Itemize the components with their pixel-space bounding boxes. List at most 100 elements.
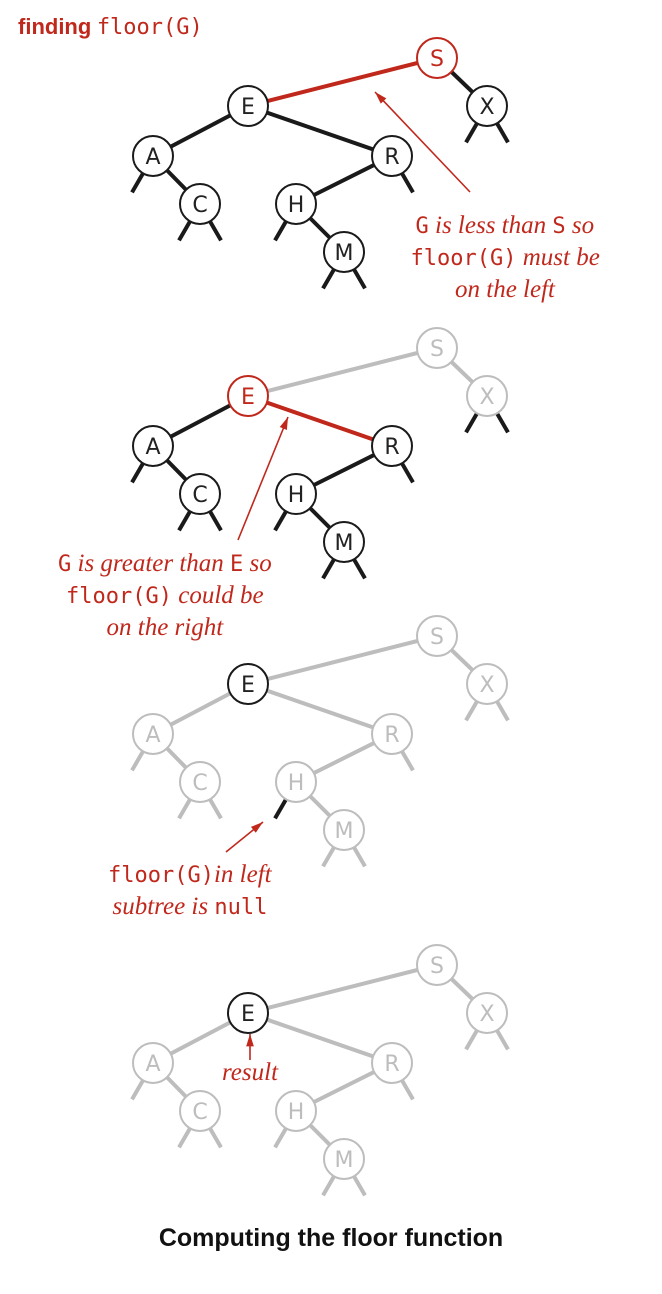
node-C — [179, 761, 221, 803]
annotation-panel4-line1: result — [222, 1057, 278, 1089]
arrow-panel1-head-icon — [375, 92, 387, 104]
code-text: floor(G) — [66, 584, 172, 609]
node-R — [371, 1042, 413, 1084]
node-label-X: X — [479, 673, 494, 698]
edge-E-S — [247, 634, 438, 686]
node-label-H: H — [288, 483, 305, 508]
annotation-panel2-line3: on the right — [107, 612, 224, 644]
node-label-H: H — [288, 193, 305, 218]
null-link-C-right — [207, 796, 223, 820]
edge-E-S — [247, 963, 438, 1015]
null-link-H-left — [273, 218, 289, 242]
node-M — [323, 231, 365, 273]
annotation-panel1-line2: floor(G) must be — [411, 242, 600, 275]
node-label-X: X — [479, 95, 494, 120]
arrow-panel1-shaft — [374, 91, 471, 193]
node-X — [466, 85, 508, 127]
node-label-A: A — [145, 145, 160, 170]
edge-E-S — [247, 56, 438, 108]
node-X — [466, 375, 508, 417]
node-A — [132, 425, 174, 467]
node-label-S: S — [430, 47, 444, 72]
annotation-panel2-line2: floor(G) could be — [66, 580, 264, 613]
edge-E-R — [247, 1011, 393, 1065]
null-link-H-left — [273, 1125, 289, 1149]
annotation-panel1-line1: G is less than S so — [416, 210, 595, 243]
node-E — [227, 85, 269, 127]
node-label-E: E — [241, 95, 255, 120]
null-link-M-left — [321, 556, 337, 580]
annotation-text: on the left — [455, 276, 555, 303]
node-label-E: E — [241, 673, 255, 698]
null-link-X-left — [464, 1027, 480, 1051]
node-label-X: X — [479, 385, 494, 410]
code-text: G — [415, 214, 429, 239]
arrow-panel3-head-icon — [250, 822, 263, 833]
null-link-X-left — [464, 410, 480, 434]
title-prefix: finding — [18, 14, 92, 39]
edge-E-R — [247, 104, 393, 158]
annotation-panel3-line2: subtree is null — [113, 891, 268, 924]
code-text: floor(G) — [108, 863, 214, 888]
node-S — [416, 615, 458, 657]
node-label-E: E — [241, 1002, 255, 1027]
null-link-C-right — [207, 1125, 223, 1149]
node-M — [323, 1138, 365, 1180]
null-link-M-left — [321, 266, 337, 290]
null-link-X-right — [494, 1027, 510, 1051]
annotation-text: on the right — [106, 614, 224, 641]
node-label-H: H — [288, 1100, 305, 1125]
node-C — [179, 473, 221, 515]
null-link-C-left — [177, 218, 193, 242]
title-code: floor(G) — [96, 15, 203, 40]
annotation-text: is less than — [428, 212, 553, 239]
code-text: G — [58, 552, 72, 577]
null-link-C-left — [177, 1125, 193, 1149]
node-label-H: H — [288, 771, 305, 796]
node-label-M: M — [335, 531, 354, 556]
node-M — [323, 809, 365, 851]
node-H — [275, 473, 317, 515]
code-text: S — [552, 214, 566, 239]
null-link-R-right — [399, 460, 415, 484]
null-link-A-left — [130, 748, 146, 772]
null-link-M-right — [351, 556, 367, 580]
node-label-M: M — [335, 1148, 354, 1173]
annotation-panel3-line1: floor(G)in left — [108, 859, 272, 892]
node-label-C: C — [192, 771, 207, 796]
node-C — [179, 1090, 221, 1132]
node-label-A: A — [145, 435, 160, 460]
node-R — [371, 135, 413, 177]
null-link-A-left — [130, 170, 146, 194]
null-link-R-right — [399, 170, 415, 194]
node-H — [275, 761, 317, 803]
node-label-M: M — [335, 241, 354, 266]
node-label-C: C — [192, 1100, 207, 1125]
annotation-text: so — [243, 550, 272, 577]
null-link-H-left — [273, 508, 289, 532]
annotation-panel2-line1: G is greater than E so — [58, 548, 272, 581]
annotation-text: so — [565, 212, 595, 239]
node-label-A: A — [145, 723, 160, 748]
null-link-M-left — [321, 1173, 337, 1197]
null-link-M-left — [321, 844, 337, 868]
edge-E-R — [247, 394, 393, 448]
node-E — [227, 375, 269, 417]
null-link-M-right — [351, 1173, 367, 1197]
node-label-X: X — [479, 1002, 494, 1027]
null-link-H-left — [273, 796, 289, 820]
node-S — [416, 327, 458, 369]
node-H — [275, 183, 317, 225]
node-label-A: A — [145, 1052, 160, 1077]
null-link-A-left — [130, 460, 146, 484]
annotation-text: is greater than — [71, 550, 231, 577]
node-label-R: R — [384, 723, 399, 748]
node-label-R: R — [384, 1052, 399, 1077]
node-A — [132, 1042, 174, 1084]
node-X — [466, 992, 508, 1034]
null-link-X-right — [494, 410, 510, 434]
null-link-C-right — [207, 508, 223, 532]
node-H — [275, 1090, 317, 1132]
annotation-text: subtree is — [112, 893, 215, 920]
